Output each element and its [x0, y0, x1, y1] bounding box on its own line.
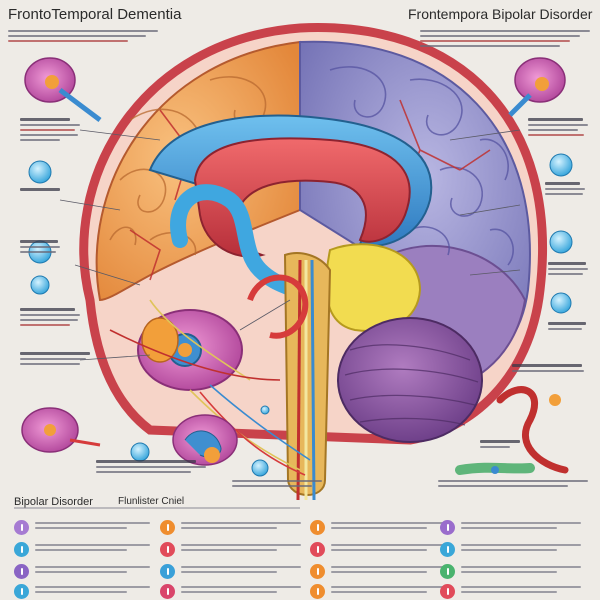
- legend-text: [461, 584, 581, 596]
- legend-text: [331, 584, 451, 596]
- leader-lines: [59, 129, 521, 361]
- legend-text: [331, 542, 451, 554]
- title-top-right: Frontempora Bipolar Disorder: [408, 6, 593, 22]
- text-block-right-1: [528, 118, 588, 139]
- legend-text: [181, 520, 301, 532]
- legend-text: [181, 542, 301, 554]
- legend-marker-icon: [440, 520, 455, 535]
- legend-marker-icon: [160, 542, 175, 557]
- neuron-bubbles: [28, 153, 573, 477]
- legend-item: [14, 542, 150, 557]
- text-block-left-2: [20, 188, 60, 194]
- thumbnail-brain-top-left: [24, 57, 102, 122]
- hippocampus: [247, 274, 309, 339]
- legend-text: [461, 542, 581, 554]
- title-bottom-center: Flunlister Cniel: [118, 496, 185, 507]
- legend-marker-icon: [310, 542, 325, 557]
- legend-text: [35, 542, 150, 554]
- legend-item: [310, 564, 451, 579]
- text-block-right-3: [548, 262, 588, 278]
- legend-marker-icon: [14, 584, 29, 599]
- neuron-chain: [455, 386, 569, 475]
- legend-item: [310, 584, 451, 599]
- legend-text: [181, 564, 301, 576]
- text-block-right-5: [512, 364, 587, 375]
- legend-item: [310, 542, 451, 557]
- cerebellum: [337, 317, 483, 443]
- text-block-top-right: [420, 30, 590, 50]
- legend-item: [440, 584, 581, 599]
- legend-marker-icon: [440, 584, 455, 599]
- text-block-center-2: [232, 480, 332, 490]
- legend-marker-icon: [440, 564, 455, 579]
- legend-item: [160, 520, 301, 535]
- thumbnail-brain-bottom-left: [21, 407, 101, 453]
- limbic-arch: [170, 184, 308, 308]
- legend-text: [35, 520, 150, 532]
- text-block-right-6: [480, 440, 590, 451]
- thumbnail-brain-top-right: [508, 57, 566, 117]
- text-block-center-1: [96, 460, 206, 476]
- legend-item: [440, 542, 581, 557]
- legend-item: [14, 520, 150, 535]
- title-bottom-left: Bipolar Disorder: [14, 496, 93, 508]
- legend-item: [310, 520, 451, 535]
- legend-marker-icon: [310, 564, 325, 579]
- legend-marker-icon: [160, 564, 175, 579]
- text-block-top-left: [8, 30, 158, 45]
- legend-text: [331, 520, 451, 532]
- legend-marker-icon: [160, 584, 175, 599]
- text-block-left-5: [20, 352, 90, 368]
- legend-text: [35, 564, 150, 576]
- legend-text: [461, 520, 581, 532]
- legend-text: [461, 564, 581, 576]
- legend-item: [440, 520, 581, 535]
- legend-marker-icon: [14, 542, 29, 557]
- thumbnail-brain-bottom-center: [172, 414, 238, 466]
- text-block-left-1: [20, 118, 80, 144]
- legend-item: [14, 584, 150, 599]
- legend-item: [160, 584, 301, 599]
- nerve-fibers: [109, 299, 311, 476]
- text-block-left-4: [20, 308, 80, 329]
- legend-text: [181, 584, 301, 596]
- legend-marker-icon: [310, 520, 325, 535]
- text-block-left-3: [20, 240, 60, 256]
- legend-text: [35, 584, 150, 596]
- legend-item: [160, 542, 301, 557]
- basal-ganglia: [141, 317, 179, 363]
- text-block-right-7: [438, 480, 588, 490]
- legend-marker-icon: [160, 520, 175, 535]
- legend-item: [440, 564, 581, 579]
- legend-marker-icon: [440, 542, 455, 557]
- legend-marker-icon: [14, 564, 29, 579]
- text-block-right-2: [545, 182, 585, 198]
- text-block-right-4: [548, 322, 588, 333]
- cerebellum-folia: [344, 344, 479, 426]
- amygdala-center: [178, 343, 192, 357]
- legend-marker-icon: [14, 520, 29, 535]
- legend-marker-icon: [310, 584, 325, 599]
- legend-item: [14, 564, 150, 579]
- legend-text: [331, 564, 451, 576]
- legend-item: [160, 564, 301, 579]
- title-top-left: FrontoTemporal Dementia: [8, 6, 182, 23]
